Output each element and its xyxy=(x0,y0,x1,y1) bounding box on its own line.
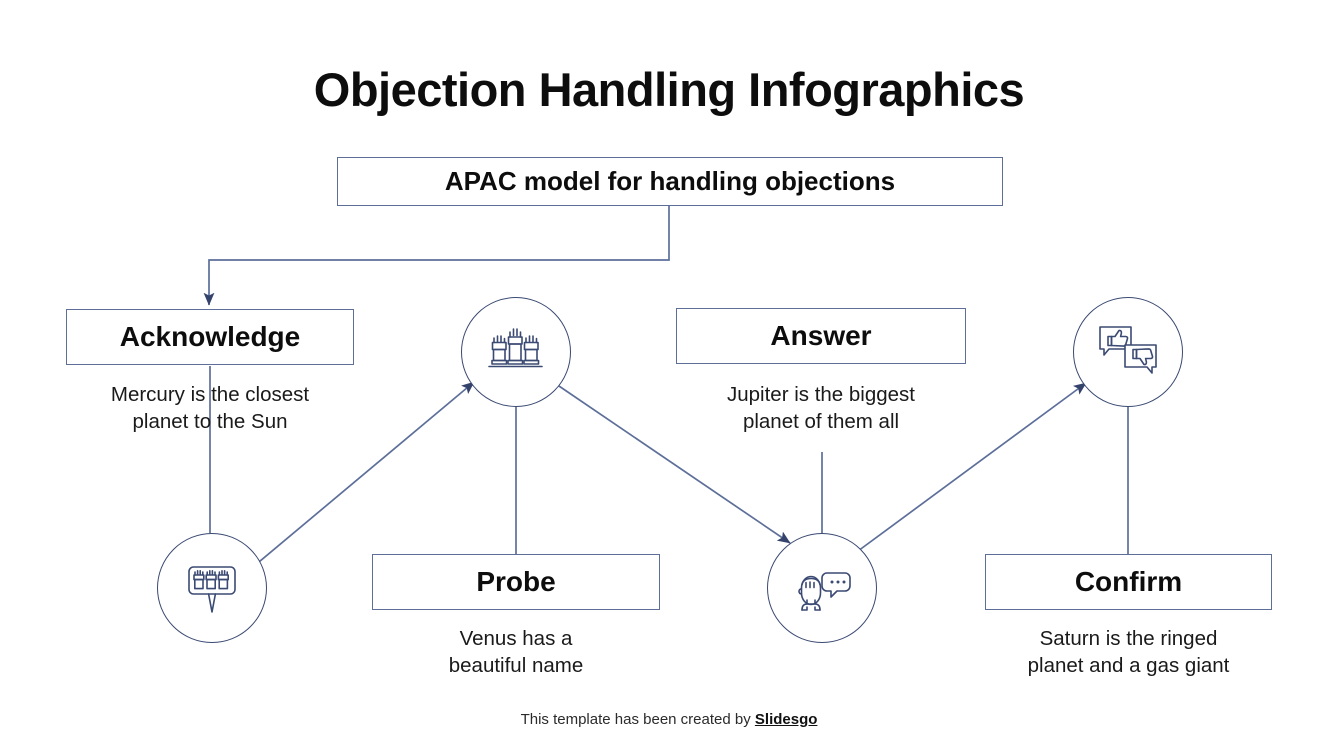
stage-box-acknowledge[interactable]: Acknowledge xyxy=(66,309,354,365)
icon-circle-answer[interactable] xyxy=(767,533,877,643)
subtitle-box[interactable]: APAC model for handling objections xyxy=(337,157,1003,206)
icon-circle-acknowledge[interactable] xyxy=(157,533,267,643)
caption-answer: Jupiter is the biggest planet of them al… xyxy=(726,383,916,434)
caption-acknowledge: Mercury is the closest planet to the Sun xyxy=(110,383,310,434)
raised-hands-icon xyxy=(488,328,543,368)
stage-label-answer: Answer xyxy=(770,320,872,351)
footer-text: This template has been created by xyxy=(520,711,755,728)
icon-circle-confirm[interactable] xyxy=(1073,297,1183,407)
stage-box-answer[interactable]: Answer xyxy=(676,308,966,364)
connector-apac-to-acknowledge xyxy=(203,206,670,306)
stage-box-probe[interactable]: Probe xyxy=(372,554,660,610)
stage-label-acknowledge: Acknowledge xyxy=(119,321,301,352)
caption-probe: Venus has a beautiful name xyxy=(448,627,584,678)
stage-label-confirm: Confirm xyxy=(1074,566,1183,597)
stage-label-probe: Probe xyxy=(476,566,556,597)
icon-circle-probe[interactable] xyxy=(461,297,571,407)
page-title: Objection Handling Infographics xyxy=(313,63,1025,116)
thumbs-feedback-icon xyxy=(1099,326,1157,374)
footer-credit: This template has been created by Slides… xyxy=(0,711,1338,728)
caption-confirm: Saturn is the ringed planet and a gas gi… xyxy=(1027,627,1230,678)
slidesgo-link[interactable]: Slidesgo xyxy=(754,711,818,728)
person-speech-bubble-icon xyxy=(798,572,851,611)
hands-in-frame-icon xyxy=(188,566,236,613)
subtitle-label: APAC model for handling objections xyxy=(444,166,896,196)
stage-box-confirm[interactable]: Confirm xyxy=(985,554,1272,610)
